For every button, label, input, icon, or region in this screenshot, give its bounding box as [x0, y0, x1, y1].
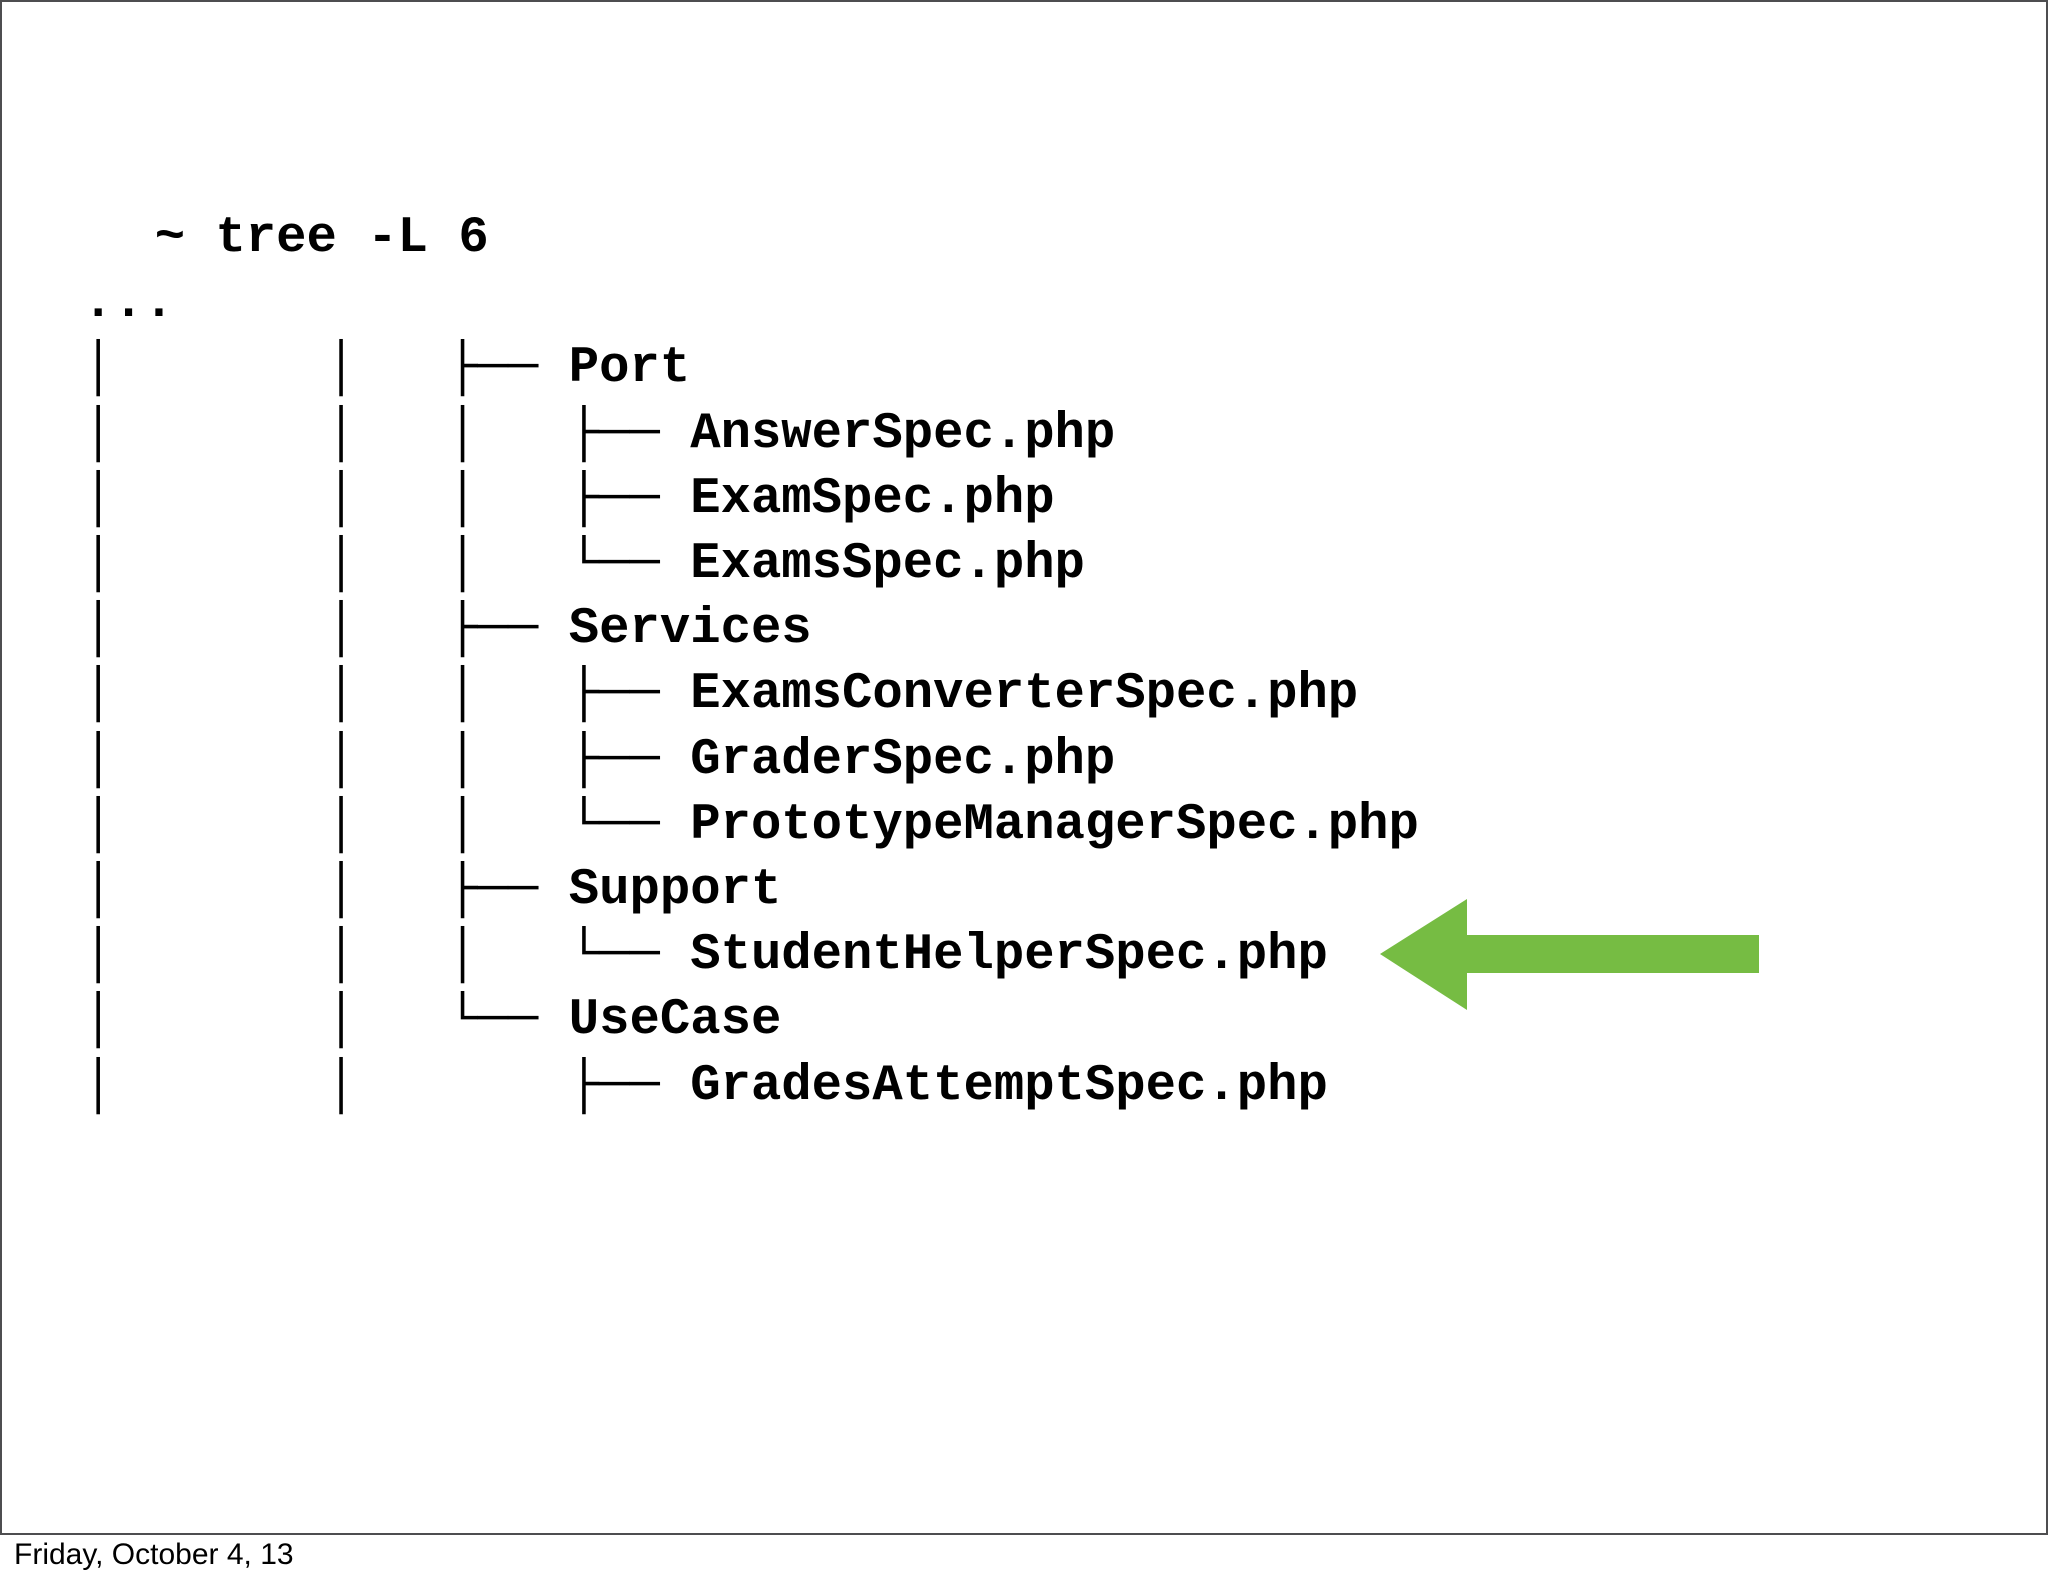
left-arrow-shape [1380, 899, 1759, 1010]
terminal-prompt-line: ~ tree -L 6 [94, 210, 489, 267]
left-arrow-icon [1380, 899, 1759, 1010]
slide-date: Friday, October 4, 13 [14, 1538, 294, 1571]
terminal-ellipsis-line: ... [83, 275, 175, 333]
terminal-output: ~ tree -L 6... │ │ ├── Port │ │ │ ├── Ans… [83, 206, 1419, 1119]
slide-canvas: ~ tree -L 6... │ │ ├── Port │ │ │ ├── Ans… [0, 0, 2048, 1535]
directory-tree-listing: │ │ ├── Port │ │ │ ├── AnswerSpec.php │ … [83, 340, 1419, 1115]
